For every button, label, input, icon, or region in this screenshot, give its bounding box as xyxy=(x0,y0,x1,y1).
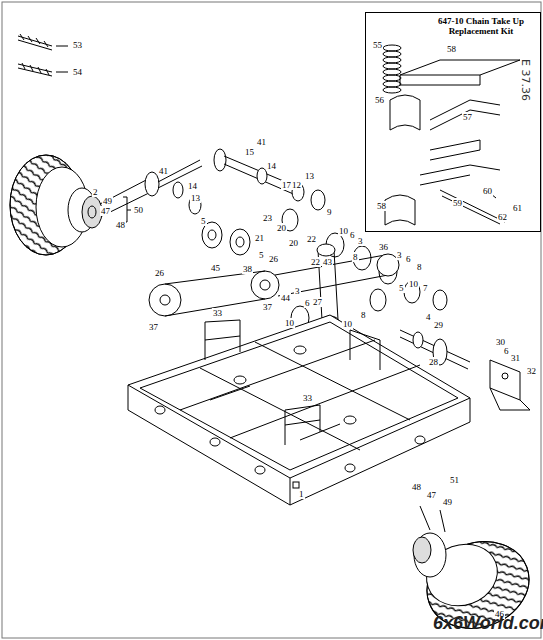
callout-number: 3 xyxy=(294,286,301,296)
drive-chain xyxy=(149,244,399,328)
callout-number: 21 xyxy=(254,233,265,243)
callout-number: 6 xyxy=(405,254,412,264)
callout-number: 2 xyxy=(92,187,99,197)
callout-number: 8 xyxy=(352,252,359,262)
callout-number: 45 xyxy=(210,263,221,273)
spring-coil xyxy=(383,87,401,93)
callout-number: 32 xyxy=(526,366,537,376)
callout-number: 8 xyxy=(360,310,367,320)
callout-number: 3 xyxy=(357,236,364,246)
spring-coil xyxy=(383,45,401,51)
callout-number: 5 xyxy=(258,250,265,260)
watermark: 6x6World.com xyxy=(432,613,543,633)
spring-coil xyxy=(383,69,401,75)
spring-coil xyxy=(383,51,401,57)
callout-number: 48 xyxy=(411,482,422,492)
callout-number: 10 xyxy=(284,318,295,328)
callout-number: 61 xyxy=(512,203,523,213)
callout-number: 23 xyxy=(262,213,273,223)
callout-number: 50 xyxy=(133,205,144,215)
spring-coil xyxy=(383,81,401,87)
callout-number: 6 xyxy=(304,298,311,308)
callout-number: 22 xyxy=(306,234,317,244)
callout-number: 28 xyxy=(428,357,439,367)
callout-number: 27 xyxy=(312,297,323,307)
callout-number: 14 xyxy=(266,161,277,171)
callout-number: 59 xyxy=(452,198,463,208)
callout-number: 5 xyxy=(398,283,405,293)
callout-number: 36 xyxy=(378,242,389,252)
callout-number: 55 xyxy=(372,40,383,50)
callout-number: 5 xyxy=(200,216,207,226)
chassis-frame xyxy=(128,315,470,505)
spring-coil xyxy=(383,75,401,81)
callout-number: 20 xyxy=(276,223,287,233)
callout-number: 4 xyxy=(425,312,432,322)
callout-number: 15 xyxy=(244,147,255,157)
callout-number: 33 xyxy=(212,308,223,318)
callout-number: 6 xyxy=(349,230,356,240)
callout-number: 48 xyxy=(115,220,126,230)
bolt-set xyxy=(18,34,68,76)
callout-number: 47 xyxy=(100,206,111,216)
callout-number: 10 xyxy=(342,319,353,329)
callout-number: 10 xyxy=(408,279,419,289)
callout-number: 37 xyxy=(148,322,159,332)
callout-number: 53 xyxy=(72,40,83,50)
callout-number: 31 xyxy=(510,353,521,363)
callout-number: 58 xyxy=(446,44,457,54)
callout-number: 6 xyxy=(503,346,510,356)
handwritten-note: E 37.36 xyxy=(520,58,530,102)
callout-number: 44 xyxy=(280,293,291,303)
spring-coil xyxy=(383,63,401,69)
take-up-kit xyxy=(385,60,520,225)
callout-number: 13 xyxy=(304,171,315,181)
callout-number: 22 xyxy=(310,257,321,267)
callout-number: 41 xyxy=(158,166,169,176)
callout-number: 54 xyxy=(72,67,83,77)
callout-number: 49 xyxy=(442,497,453,507)
callout-number: 38 xyxy=(242,264,253,274)
callout-number: 9 xyxy=(326,207,333,217)
callout-number: 58 xyxy=(376,201,387,211)
callout-number: 41 xyxy=(256,137,267,147)
callout-number: 26 xyxy=(154,268,165,278)
callout-number: 33 xyxy=(302,393,313,403)
callout-number: 57 xyxy=(462,112,473,122)
callout-number: 62 xyxy=(497,212,508,222)
callout-number: 26 xyxy=(268,254,279,264)
callout-number: 47 xyxy=(426,490,437,500)
callout-number: 43 xyxy=(322,257,333,267)
callout-number: 7 xyxy=(422,283,429,293)
callout-number: 51 xyxy=(449,475,460,485)
callout-number: 37 xyxy=(262,302,273,312)
callout-number: 14 xyxy=(187,181,198,191)
inset-title: 647-10 Chain Take Up Replacement Kit xyxy=(426,16,536,36)
callout-number: 56 xyxy=(374,95,385,105)
drive-shaft xyxy=(214,149,325,210)
spring-coil xyxy=(383,57,401,63)
callout-number: 60 xyxy=(482,186,493,196)
callout-number: 12 xyxy=(291,180,302,190)
callout-number: 20 xyxy=(288,238,299,248)
callout-number: 13 xyxy=(190,193,201,203)
callout-number: 1 xyxy=(298,489,305,499)
left-wheel xyxy=(10,155,202,255)
callout-number: 29 xyxy=(433,320,444,330)
callout-number: 3 xyxy=(396,250,403,260)
callout-number: 10 xyxy=(338,226,349,236)
callout-number: 8 xyxy=(416,262,423,272)
callout-number: 49 xyxy=(102,196,113,206)
